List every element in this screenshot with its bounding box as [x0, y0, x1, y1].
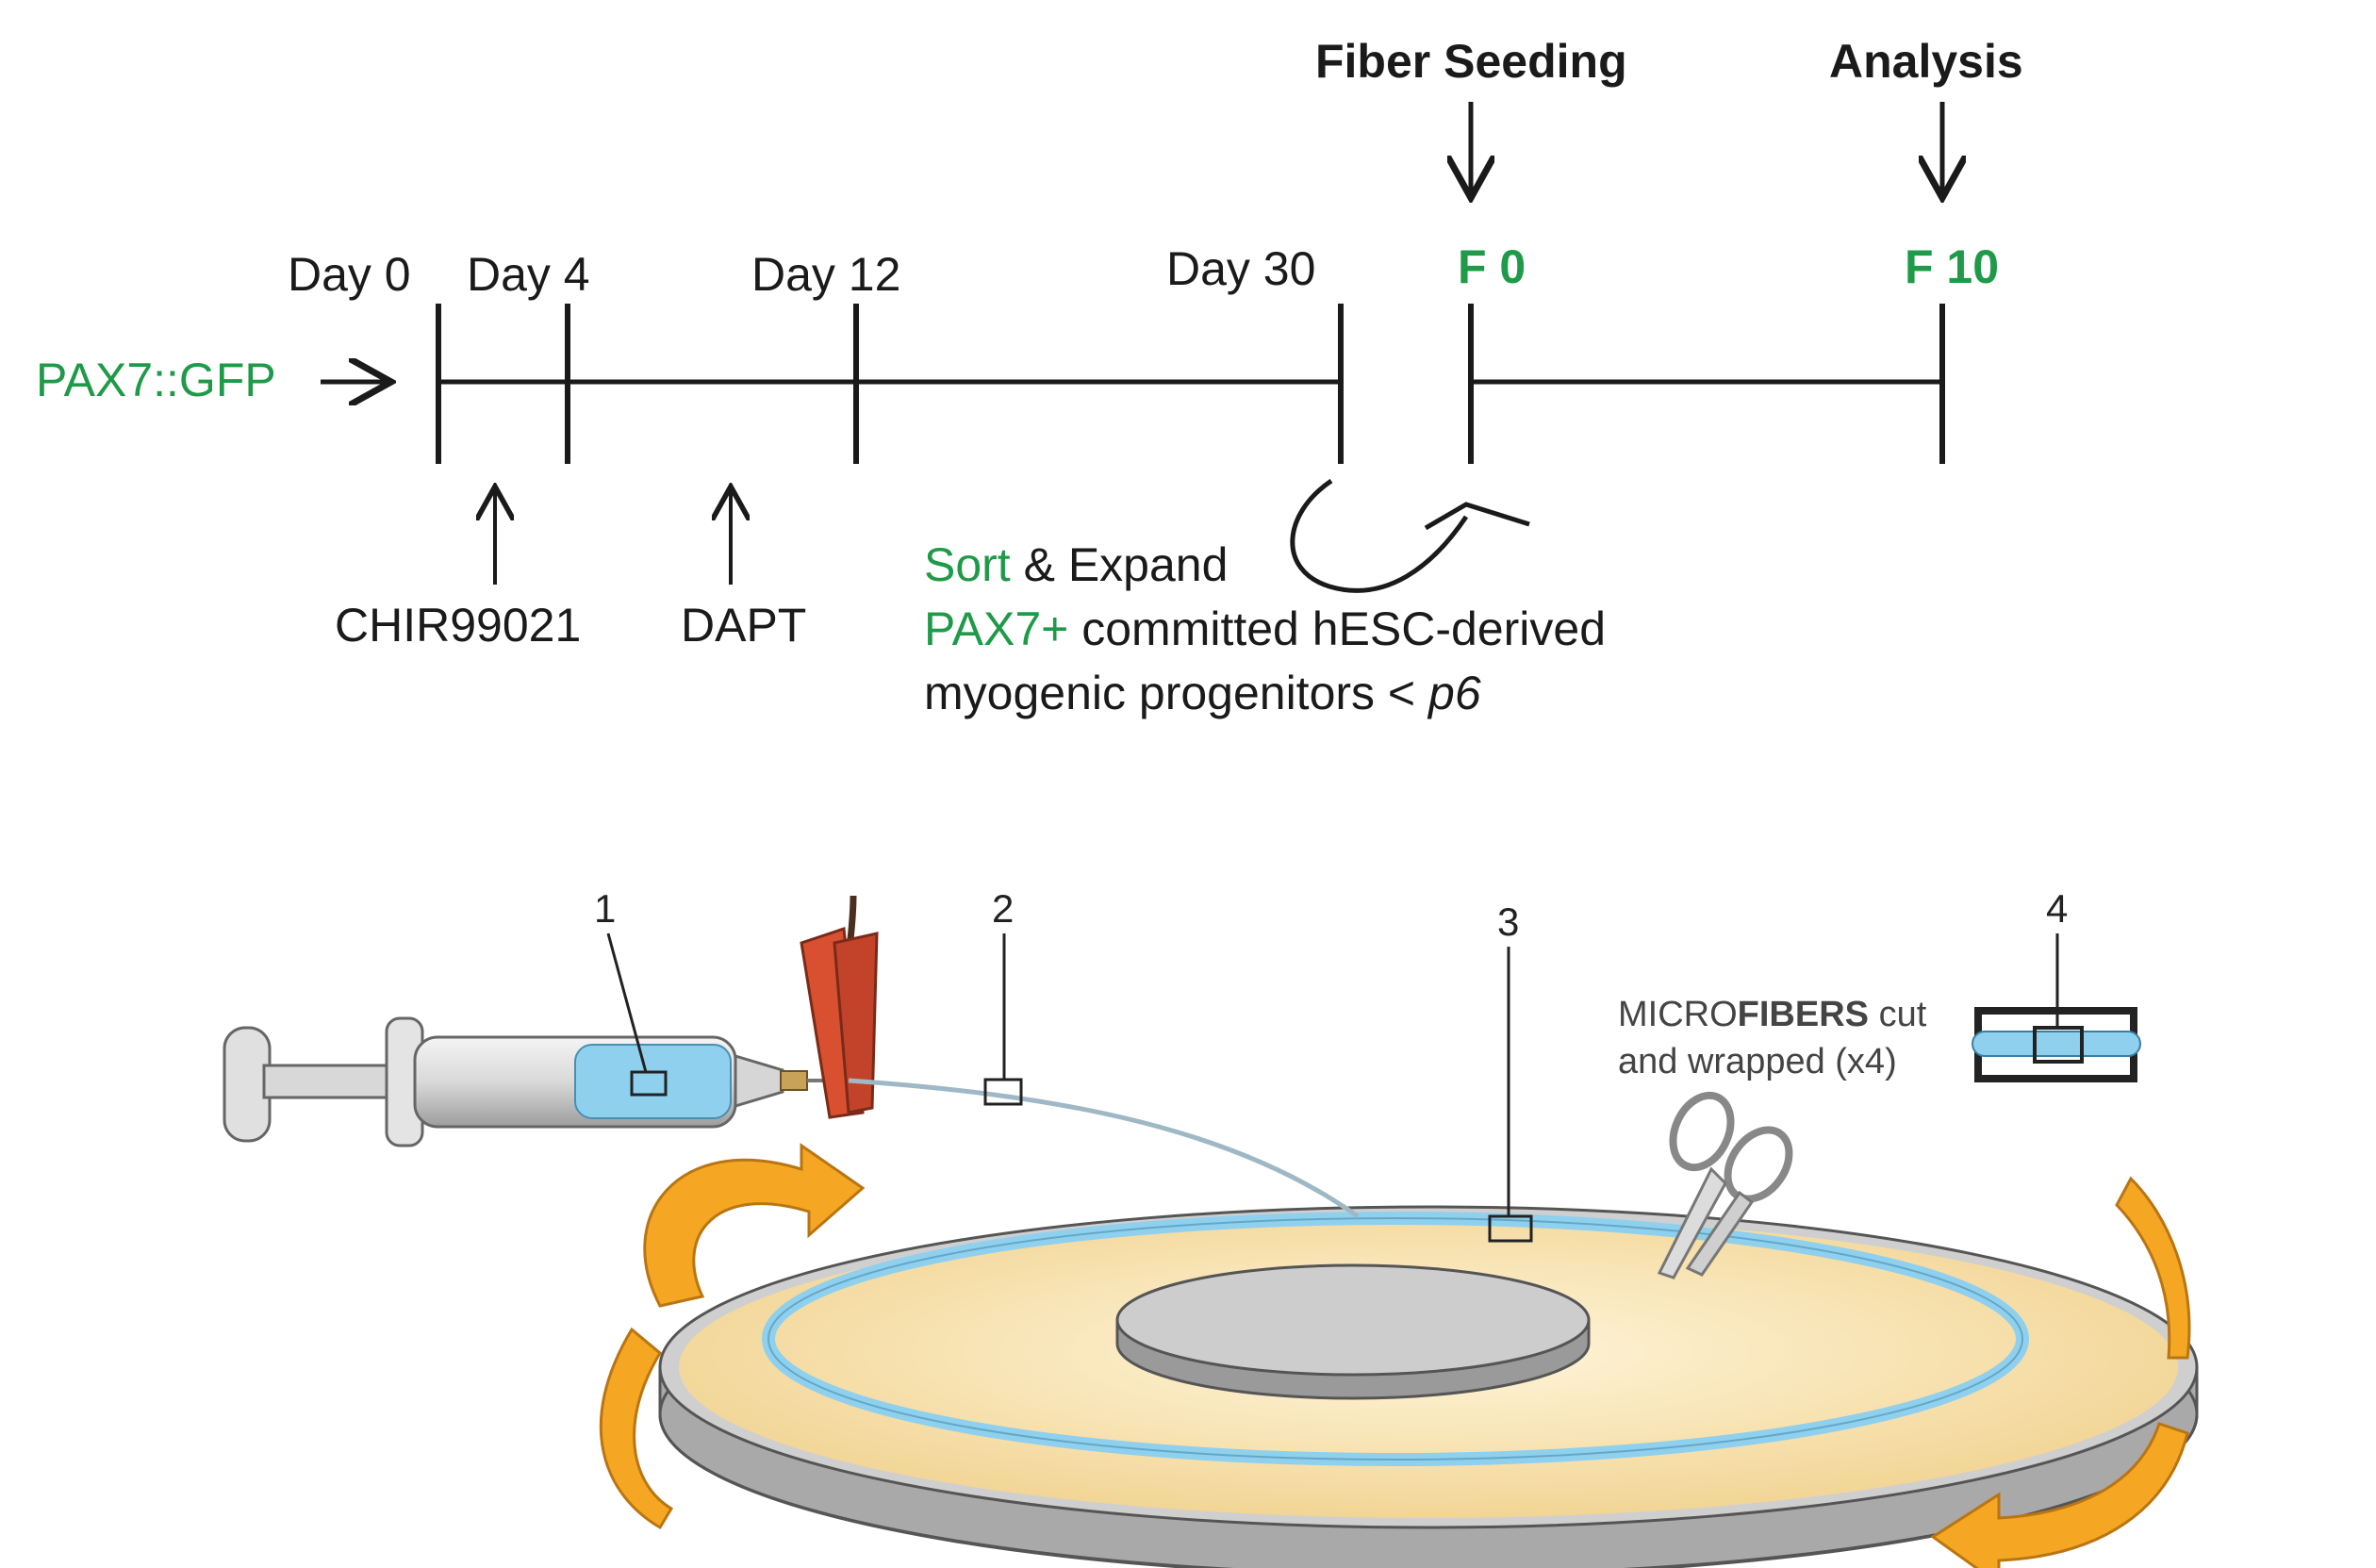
electrode-clip [800, 895, 879, 1119]
microfibers-bold: FIBERS [1738, 995, 1869, 1034]
reporter-label: PAX7::GFP [36, 354, 276, 406]
callout-2-label: 2 [992, 886, 1014, 931]
callout-4-label: 4 [2046, 886, 2068, 931]
day-4-label: Day 4 [467, 248, 590, 301]
scissors-blade-b [1685, 1190, 1755, 1277]
progenitors-text: myogenic progenitors < [924, 667, 1428, 719]
pax7-word: PAX7+ [924, 602, 1068, 655]
syringe-needle-hub [780, 1070, 808, 1091]
sort-expand-loop-arrow [1290, 478, 1469, 593]
callout-1-line [606, 933, 648, 1073]
callout-4-box [2033, 1026, 2084, 1064]
committed-text: committed hESC-derived [1068, 602, 1606, 655]
callout-3-label: 3 [1497, 900, 1519, 944]
inset-fiber [1972, 1031, 2141, 1057]
fiber-ring-outline [767, 1217, 2023, 1461]
syringe-fluid [574, 1044, 732, 1119]
dapt-label: DAPT [681, 599, 806, 652]
sort-line-3: myogenic progenitors < p6 [924, 667, 1481, 719]
callout-1-label: 1 [594, 886, 616, 931]
expand-text: & Expand [1011, 538, 1229, 591]
syringe [223, 1016, 849, 1147]
day-30-label: Day 30 [1166, 242, 1315, 295]
scissors-handle-a [1669, 1091, 1735, 1172]
day-12-label: Day 12 [751, 248, 900, 301]
syringe-tip [734, 1053, 784, 1109]
day-0-label: Day 0 [288, 248, 411, 301]
f0-label: F 0 [1458, 240, 1526, 293]
syringe-plunger-rod [262, 1064, 398, 1099]
scissors-blade-a [1657, 1166, 1727, 1279]
fiber-seeding-label: Fiber Seeding [1315, 35, 1627, 88]
clip-jaw [833, 932, 879, 1114]
rotation-arrow-left-bottom [599, 1327, 674, 1530]
passage-italic: p6 [1427, 667, 1481, 719]
microfibers-line-2: and wrapped (x4) [1618, 1042, 1897, 1081]
sort-line-2: PAX7+ committed hESC-derived [924, 602, 1606, 655]
analysis-label: Analysis [1829, 35, 2023, 88]
microfibers-line-1: MICROFIBERS cut [1618, 995, 1927, 1034]
callout-1-box [630, 1070, 668, 1097]
callout-3-box [1488, 1214, 1533, 1243]
sort-line-1: Sort & Expand [924, 538, 1228, 591]
scissors-icon [1657, 1091, 1793, 1279]
spinning-setup: MICROFIBERS cut and wrapped (x4) 1 2 3 4 [223, 886, 2199, 1568]
sort-word: Sort [924, 538, 1011, 591]
microfibers-prefix: MICRO [1618, 995, 1738, 1034]
drawn-fiber [848, 1078, 1360, 1219]
sort-expand-loop-arrowhead [1424, 502, 1530, 531]
rotation-arrow-left-top [643, 1143, 866, 1308]
disk-hub [1115, 1263, 1591, 1377]
callout-2-box [983, 1078, 1023, 1106]
microfibers-suffix: cut [1869, 995, 1927, 1034]
timeline: PAX7::GFP Day 0 Day 4 Day 12 Day 30 F 0 … [36, 35, 2023, 719]
rotating-disk [658, 1205, 2199, 1568]
rotation-arrow-right-top [2115, 1176, 2191, 1360]
f10-label: F 10 [1905, 240, 1999, 293]
rotation-arrow-right-bottom [1930, 1422, 2189, 1568]
chir-label: CHIR99021 [335, 599, 581, 652]
